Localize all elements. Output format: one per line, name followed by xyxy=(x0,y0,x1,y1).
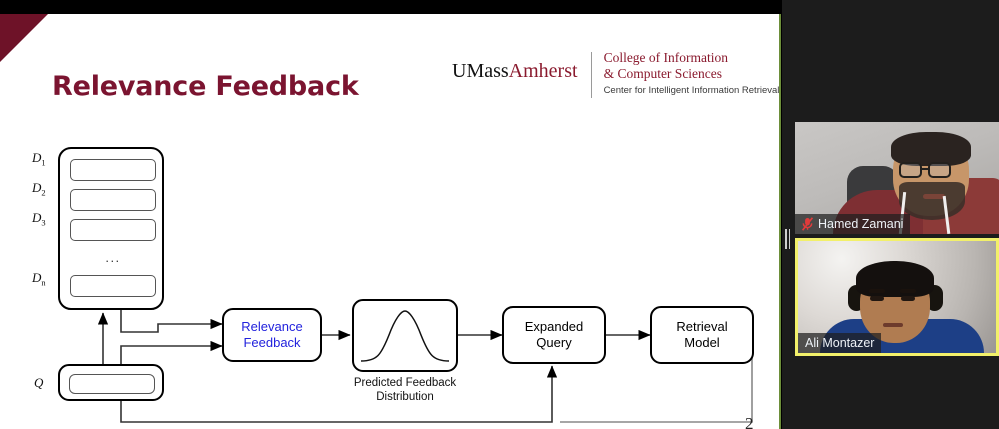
person-eye-right xyxy=(901,296,915,301)
logo-wordmark-amherst: Amherst xyxy=(508,60,578,82)
query-box xyxy=(58,364,164,401)
node-retrieval-model-label: Retrieval Model xyxy=(676,319,728,350)
retrieved-documents-stack: ... xyxy=(58,147,164,310)
node-relevance-feedback-label: Relevance Feedback xyxy=(241,319,303,350)
participant-video-panel[interactable]: Hamed Zamani Ali Montazer xyxy=(782,0,999,429)
panel-drag-handle[interactable] xyxy=(783,228,792,250)
person-mouth xyxy=(883,323,903,327)
logo-text-block: College of Information & Computer Scienc… xyxy=(592,50,780,98)
participant-tile-hamed-zamani[interactable]: Hamed Zamani xyxy=(795,122,999,234)
participant-name-bar: Hamed Zamani xyxy=(795,214,911,234)
eyeglasses-right-lens xyxy=(928,162,951,178)
node-expanded-query-label: Expanded Query xyxy=(524,319,584,350)
logo-college-line1: College of Information xyxy=(603,50,729,65)
document-row xyxy=(70,275,156,297)
logo-center-line: Center for Intelligent Information Retri… xyxy=(603,84,780,96)
document-row xyxy=(70,219,156,241)
query-label: Q xyxy=(34,375,44,390)
document-label-dn: Dn xyxy=(32,270,46,288)
drag-handle-bar xyxy=(785,229,787,249)
relevance-feedback-diagram: ... D1 D2 D3 Dn Q xyxy=(0,14,780,429)
node-retrieval-model: Retrieval Model xyxy=(650,306,754,364)
person-eye-left xyxy=(870,296,884,301)
participant-tile-ali-montazer[interactable]: Ali Montazer xyxy=(795,238,999,356)
logo-wordmark: UMassAmherst xyxy=(452,50,591,81)
logo-college-line2: & Computer Sciences xyxy=(603,66,723,82)
node-relevance-feedback: Relevance Feedback xyxy=(222,308,322,362)
node-predicted-feedback-distribution xyxy=(352,299,458,372)
participant-name: Hamed Zamani xyxy=(818,217,904,231)
logo-wordmark-umass: UMass xyxy=(452,60,509,82)
slide-right-edge xyxy=(779,14,781,429)
drag-handle-bar xyxy=(788,229,790,249)
distribution-caption: Predicted Feedback Distribution xyxy=(353,377,457,404)
eyeglasses-left-lens xyxy=(899,162,922,178)
participant-name-bar: Ali Montazer xyxy=(798,333,882,353)
person-beard xyxy=(899,182,965,220)
gaussian-curve-icon xyxy=(360,309,450,362)
document-label-d3: D3 xyxy=(32,210,46,228)
person-hair xyxy=(891,132,971,166)
document-label-d1: D1 xyxy=(32,150,46,168)
participant-name: Ali Montazer xyxy=(805,336,875,350)
microphone-muted-icon xyxy=(802,217,813,231)
document-row xyxy=(70,189,156,211)
node-expanded-query: Expanded Query xyxy=(502,306,606,364)
umass-amherst-logo: UMassAmherst College of Information & Co… xyxy=(452,50,780,99)
document-label-d2: D2 xyxy=(32,180,46,198)
shared-screen-region[interactable]: Relevance Feedback UMassAmherst College … xyxy=(0,0,782,429)
documents-ellipsis: ... xyxy=(105,250,121,265)
person-eyebrow-right xyxy=(900,289,916,293)
query-box-inner xyxy=(69,374,155,394)
person-eyebrow-left xyxy=(869,289,885,293)
eyeglasses-bridge xyxy=(922,168,929,170)
person-hair xyxy=(856,261,934,297)
slide-corner-decoration xyxy=(0,14,48,62)
presentation-slide[interactable]: Relevance Feedback UMassAmherst College … xyxy=(0,14,780,429)
document-row xyxy=(70,159,156,181)
logo-divider xyxy=(590,52,592,99)
page-title: Relevance Feedback xyxy=(52,71,359,102)
person-mouth xyxy=(923,194,945,199)
slide-page-number: 2 xyxy=(745,414,754,429)
